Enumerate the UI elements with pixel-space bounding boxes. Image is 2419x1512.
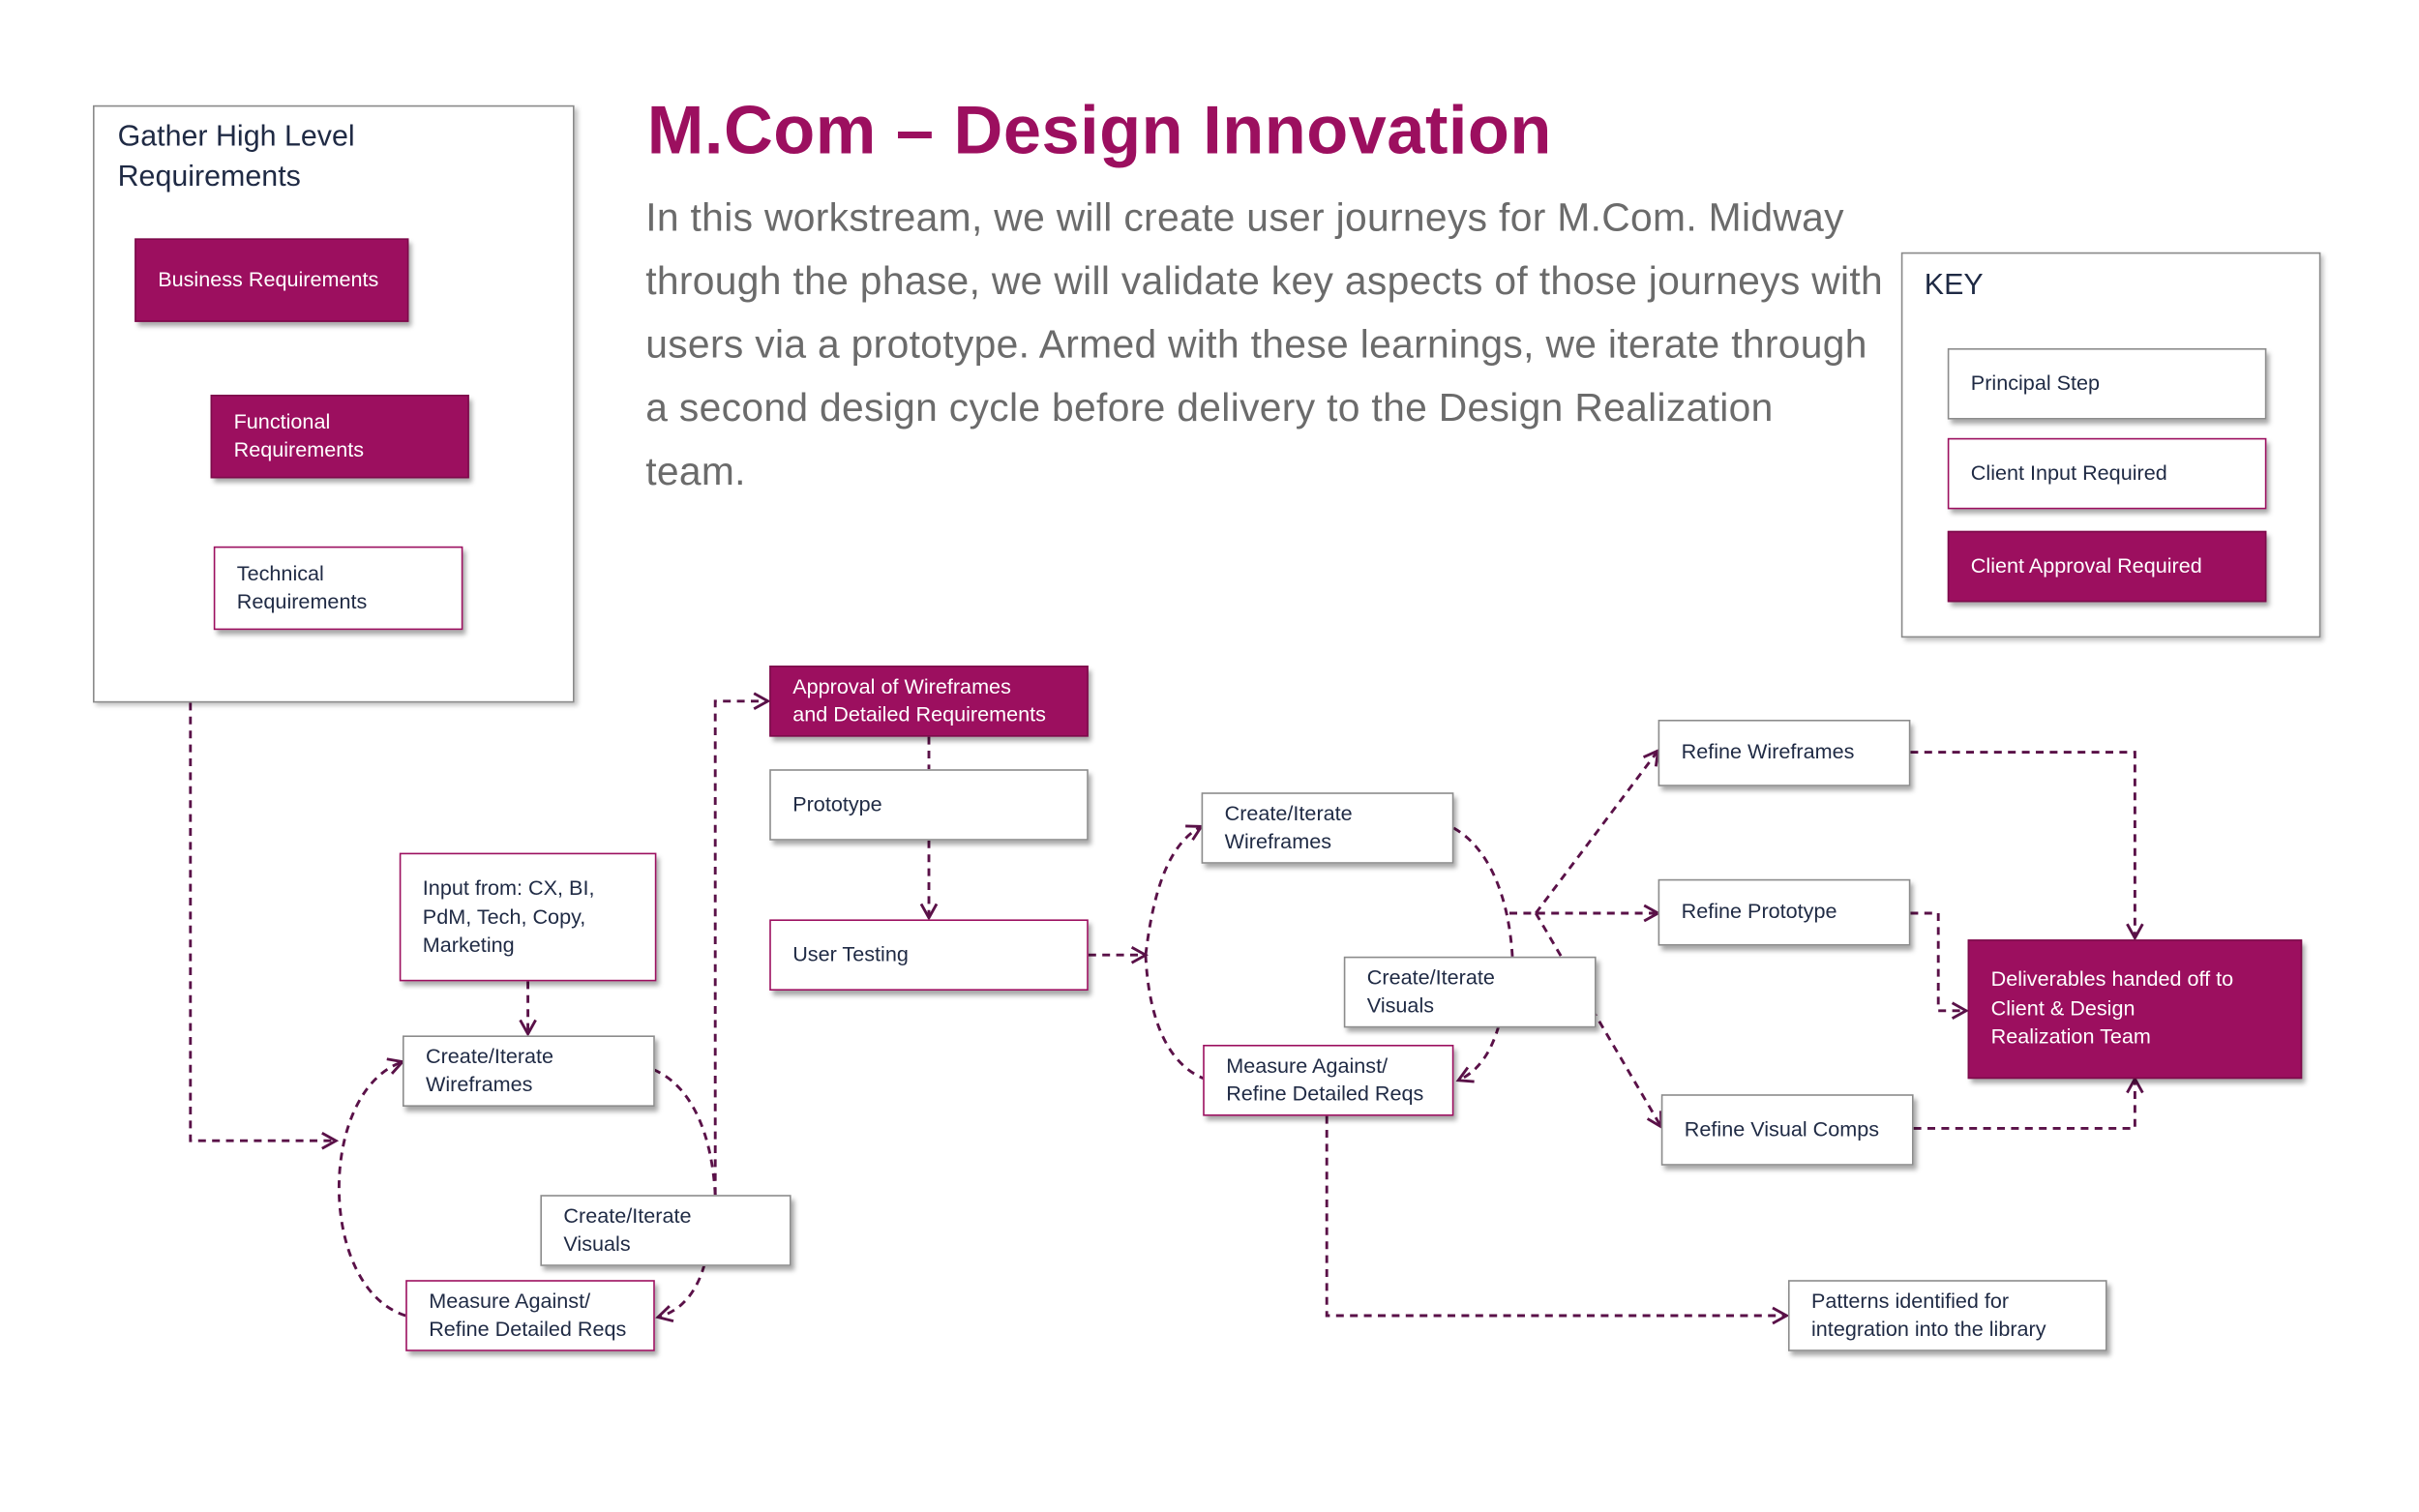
business-requirements-box[interactable]: Business Requirements xyxy=(134,238,409,322)
cycle1-visuals-box[interactable]: Create/Iterate Visuals xyxy=(540,1195,791,1266)
cycle2-wireframes-box[interactable]: Create/Iterate Wireframes xyxy=(1201,792,1454,864)
cycle2-visuals-box[interactable]: Create/Iterate Visuals xyxy=(1343,956,1597,1028)
cycle1-wireframes-box[interactable]: Create/Iterate Wireframes xyxy=(403,1035,655,1107)
cycle2-measure-box[interactable]: Measure Against/ Refine Detailed Reqs xyxy=(1203,1045,1454,1116)
arrow-refine-prototype-to-deliverables xyxy=(1910,911,1969,1021)
key-title: KEY xyxy=(1924,269,1984,302)
refine-prototype-box[interactable]: Refine Prototype xyxy=(1657,878,1911,946)
intro-paragraph: In this workstream, we will create user … xyxy=(645,196,1884,494)
arrow-visuals-to-measure xyxy=(655,1263,706,1323)
user-testing-box[interactable]: User Testing xyxy=(769,919,1089,991)
deliverables-box[interactable]: Deliverables handed off to Client & Desi… xyxy=(1967,939,2303,1080)
approval-wireframes-box[interactable]: Approval of Wireframes and Detailed Requ… xyxy=(769,666,1089,737)
arrow-wireframes-to-visuals xyxy=(652,1068,717,1196)
input-from-box[interactable]: Input from: CX, BI, PdM, Tech, Copy, Mar… xyxy=(399,852,657,982)
patterns-box[interactable]: Patterns identified for integration into… xyxy=(1788,1280,2107,1351)
requirements-panel-title: Gather High Level Requirements xyxy=(117,120,355,193)
arrow-cycle2-split xyxy=(1144,824,1205,956)
refine-visual-comps-box[interactable]: Refine Visual Comps xyxy=(1660,1094,1914,1166)
arrow-cycle1-to-approval xyxy=(713,692,771,1196)
arrow-wireframes-to-visuals-2 xyxy=(1452,826,1514,961)
arrow-visuals-to-measure-2 xyxy=(1455,1025,1501,1083)
cycle1-measure-box[interactable]: Measure Against/ Refine Detailed Reqs xyxy=(405,1280,655,1351)
arrow-cycle2-split-lower xyxy=(1144,955,1206,1081)
functional-requirements-box[interactable]: Functional Requirements xyxy=(210,395,469,479)
technical-requirements-box[interactable]: Technical Requirements xyxy=(213,546,463,631)
arrow-measure-to-wireframes xyxy=(337,1057,406,1318)
page-title: M.Com – Design Innovation xyxy=(646,93,1552,169)
arrow-refine-wireframes-to-deliverables xyxy=(1910,751,2144,941)
arrow-measure-to-patterns xyxy=(1325,1115,1790,1325)
key-client-approval-required: Client Approval Required xyxy=(1947,530,2267,603)
arrow-to-refine-wireframes xyxy=(1535,748,1660,914)
arrow-refine-visuals-to-deliverables xyxy=(1913,1076,2144,1130)
key-principal-step: Principal Step xyxy=(1947,348,2267,420)
refine-wireframes-box[interactable]: Refine Wireframes xyxy=(1657,720,1911,786)
key-client-input-required: Client Input Required xyxy=(1947,437,2267,510)
arrow-requirements-to-cycle1 xyxy=(189,702,340,1150)
prototype-box[interactable]: Prototype xyxy=(769,769,1089,841)
